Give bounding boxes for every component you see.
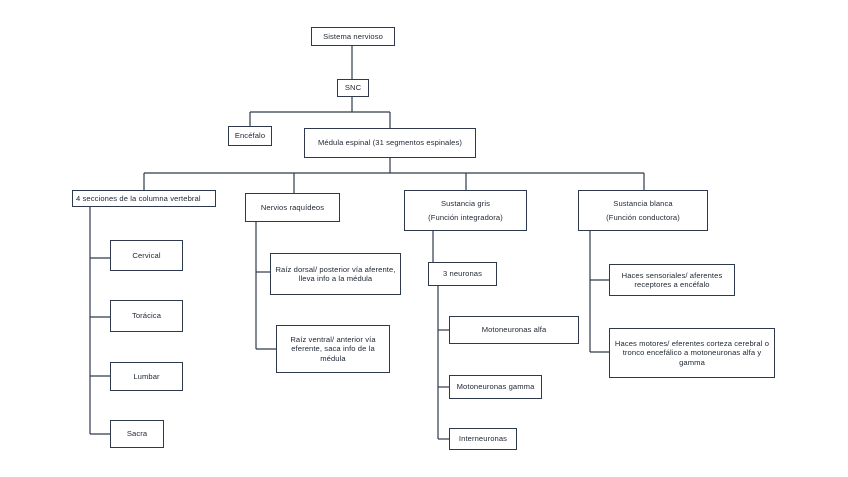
node-sustancia-blanca: Sustancia blanca (Función conductora)	[578, 190, 708, 231]
node-cervical: Cervical	[110, 240, 183, 271]
node-interneuronas: Interneuronas	[449, 428, 517, 450]
node-sistema-nervioso: Sistema nervioso	[311, 27, 395, 46]
node-motoneuronas-gamma: Motoneuronas gamma	[449, 375, 542, 399]
node-secciones-columna: 4 secciones de la columna vertebral	[72, 190, 216, 207]
node-raiz-ventral: Raíz ventral/ anterior vía eferente, sac…	[276, 325, 390, 373]
node-lumbar: Lumbar	[110, 362, 183, 391]
node-medula-espinal: Médula espinal (31 segmentos espinales)	[304, 128, 476, 158]
sustancia-blanca-subtitle: (Función conductora)	[606, 212, 680, 222]
node-haces-motores: Haces motores/ eferentes corteza cerebra…	[609, 328, 775, 378]
node-snc: SNC	[337, 79, 369, 97]
node-sacra: Sacra	[110, 420, 164, 448]
node-raiz-dorsal: Raíz dorsal/ posterior vía aferente, lle…	[270, 253, 401, 295]
sustancia-gris-title: Sustancia gris	[440, 199, 491, 209]
node-3-neuronas: 3 neuronas	[428, 262, 497, 286]
node-encefalo: Encéfalo	[228, 126, 272, 146]
node-nervios-raquideos: Nervios raquídeos	[245, 193, 340, 222]
sustancia-gris-subtitle: (Función integradora)	[428, 212, 503, 222]
node-motoneuronas-alfa: Motoneuronas alfa	[449, 316, 579, 344]
node-sustancia-gris: Sustancia gris (Función integradora)	[404, 190, 527, 231]
node-toracica: Torácica	[110, 300, 183, 332]
node-haces-sensoriales: Haces sensoriales/ aferentes receptores …	[609, 264, 735, 296]
sustancia-blanca-title: Sustancia blanca	[613, 199, 673, 209]
